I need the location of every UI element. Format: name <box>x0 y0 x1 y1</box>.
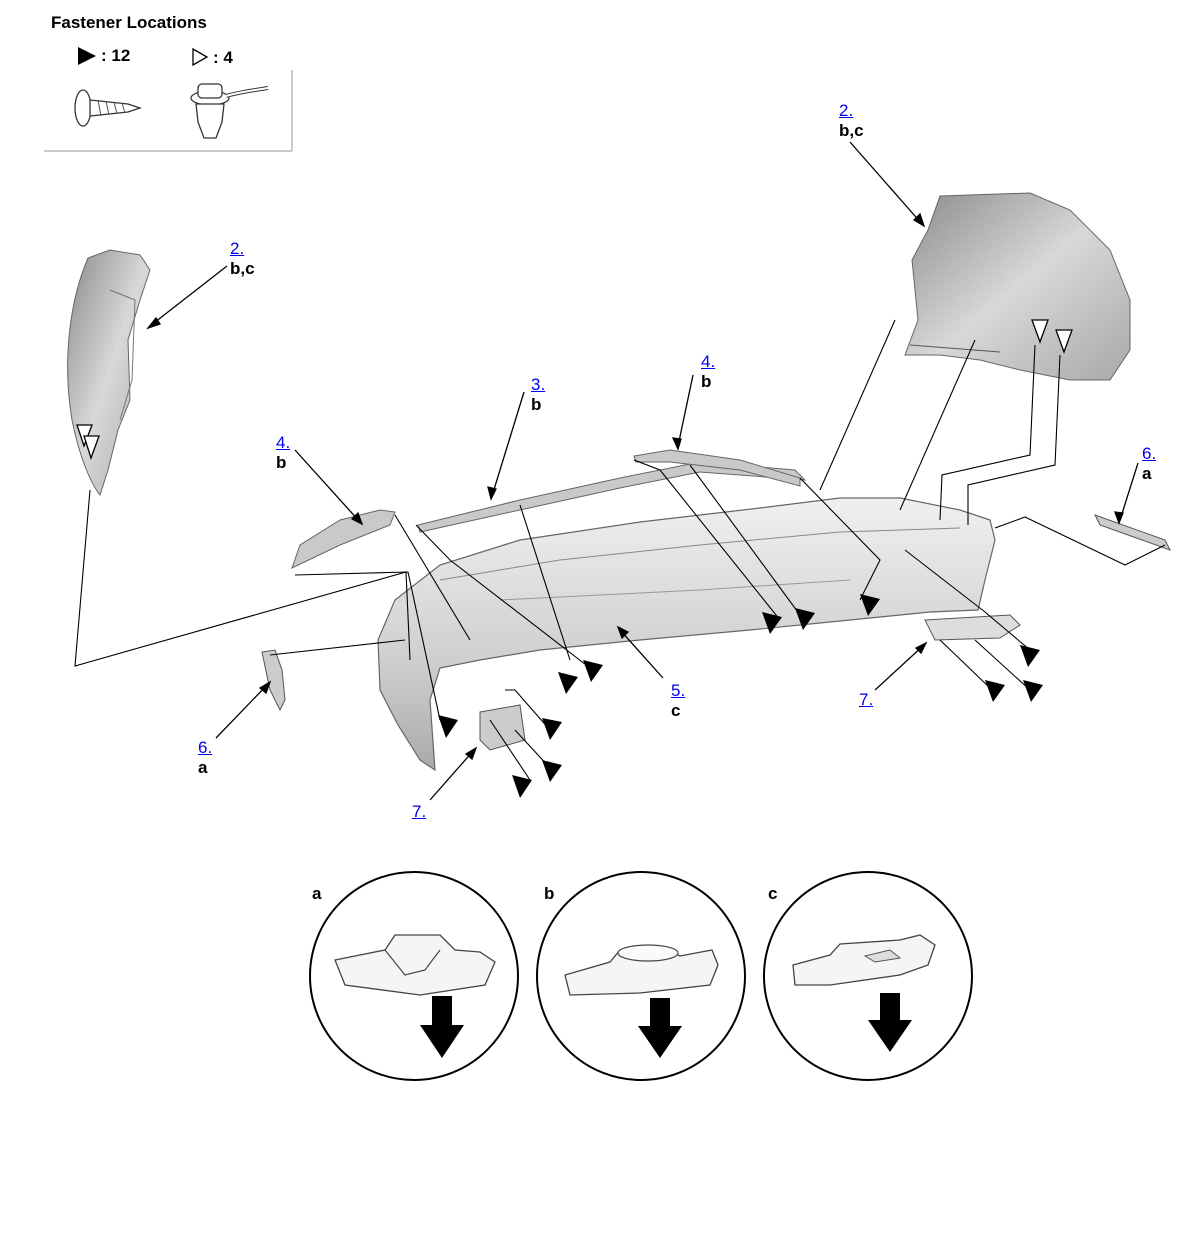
callout-7-right[interactable]: 7. <box>859 690 874 709</box>
rear-bumper-cover <box>377 497 996 772</box>
legend-title: Fastener Locations <box>51 13 207 32</box>
filled-triangle-icon <box>78 47 96 65</box>
callout-6-left[interactable]: 6.a <box>198 738 213 777</box>
detail-view-b <box>536 871 746 1081</box>
leader-lines <box>74 319 1166 781</box>
down-arrow-icon <box>420 996 464 1058</box>
fastener-legend <box>44 47 293 152</box>
detail-view-c <box>763 871 973 1081</box>
clip-icon <box>190 83 269 139</box>
screw-count: : 12 <box>101 46 131 65</box>
down-arrow-icon <box>638 998 682 1058</box>
detail-letter-b: b <box>544 884 555 903</box>
clip-count: : 4 <box>213 48 233 67</box>
right-side-spacer <box>904 192 1131 381</box>
left-side-spacer <box>67 249 151 497</box>
down-arrow-icon <box>868 993 912 1052</box>
callout-2-right[interactable]: 2.b,c <box>839 101 864 140</box>
callout-7-left[interactable]: 7. <box>412 802 427 821</box>
detail-view-a <box>309 871 519 1081</box>
upper-rails <box>291 449 807 569</box>
screw-markers <box>438 594 1043 798</box>
callout-5[interactable]: 5.c <box>671 681 686 720</box>
callout-6-right[interactable]: 6.a <box>1142 444 1157 483</box>
detail-letter-a: a <box>312 884 322 903</box>
screw-icon <box>74 89 143 127</box>
outline-triangle-icon <box>192 47 209 67</box>
callout-4-left[interactable]: 4.b <box>276 433 291 472</box>
callout-arrows <box>146 141 1139 801</box>
callout-4-right[interactable]: 4.b <box>701 352 716 391</box>
callout-3[interactable]: 3.b <box>531 375 546 414</box>
detail-letter-c: c <box>768 884 778 903</box>
callout-2-left[interactable]: 2.b,c <box>230 239 255 278</box>
